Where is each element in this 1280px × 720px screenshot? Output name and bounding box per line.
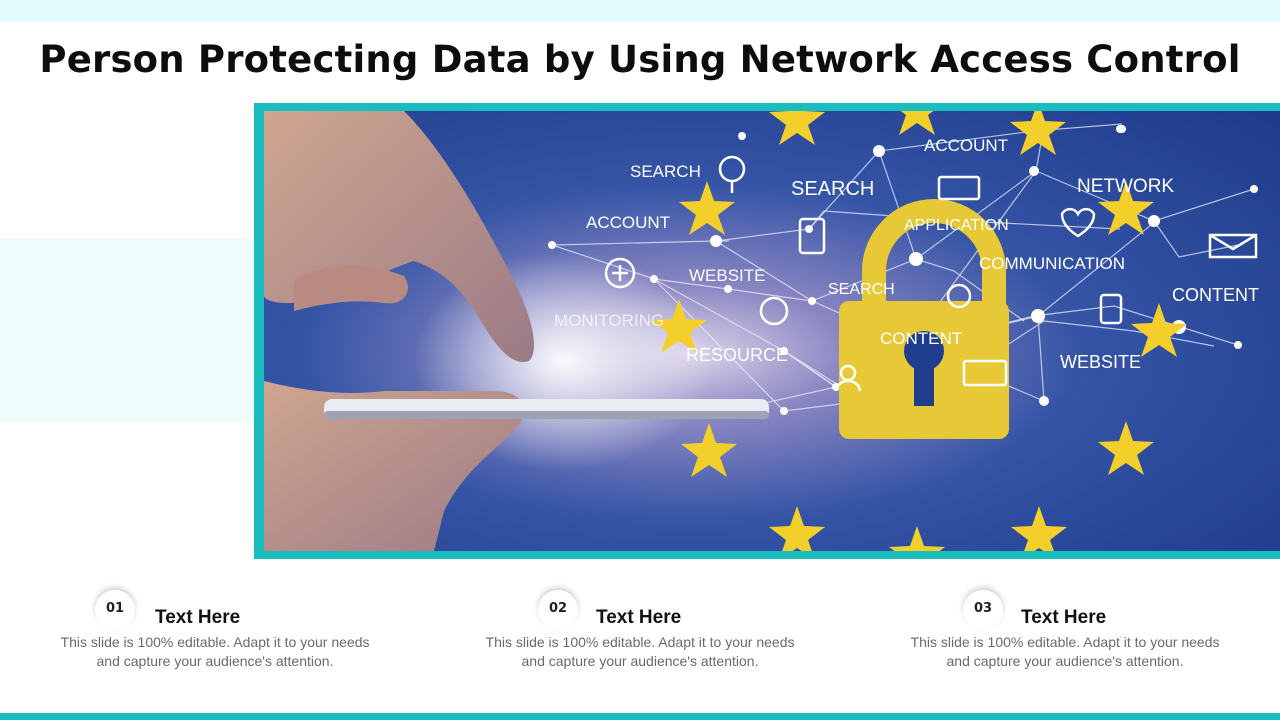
image-label: SEARCH [828,281,895,298]
description-line: This slide is 100% editable. Adapt it to… [60,634,370,650]
hands [264,111,534,551]
image-label: MONITORING [554,311,664,330]
feature-description: This slide is 100% editable. Adapt it to… [35,633,395,671]
phone [324,399,769,419]
network-icons [604,155,1258,392]
feature-description: This slide is 100% editable. Adapt it to… [885,633,1245,671]
padlock-icon [839,199,1009,439]
image-label: ACCOUNT [586,213,670,232]
step-number-badge: 02 [538,590,578,630]
image-label: RESOURCE [686,345,788,365]
step-number-badge: 03 [963,590,1003,630]
description-line: This slide is 100% editable. Adapt it to… [485,634,795,650]
image-labels: SEARCH ACCOUNT SEARCH ACCOUNT NETWORK AP… [554,136,1259,372]
image-label: SEARCH [791,178,874,200]
image-label: APPLICATION [904,217,1009,234]
description-line: This slide is 100% editable. Adapt it to… [910,634,1220,650]
image-label: NETWORK [1077,176,1174,197]
description-line: and capture your audience's attention. [96,653,334,669]
image-label: SEARCH [630,162,701,181]
image-label: ACCOUNT [924,136,1008,155]
description-line: and capture your audience's attention. [521,653,759,669]
bottom-accent-band [0,713,1280,720]
feature-title: Text Here [596,607,682,628]
feature-title: Text Here [155,607,241,628]
image-label: CONTENT [1172,285,1259,305]
slide-title: Person Protecting Data by Using Network … [39,38,1241,81]
feature-title: Text Here [1021,607,1107,628]
feature-description: This slide is 100% editable. Adapt it to… [460,633,820,671]
image-label: WEBSITE [1060,352,1141,372]
step-number-badge: 01 [95,590,135,630]
network-security-photo: SEARCH ACCOUNT SEARCH ACCOUNT NETWORK AP… [264,111,1280,551]
eu-stars [651,111,1187,551]
left-accent-band [0,238,254,422]
image-label: CONTENT [880,329,962,348]
image-label: COMMUNICATION [979,254,1125,273]
top-accent-band [0,0,1280,22]
description-line: and capture your audience's attention. [946,653,1184,669]
image-label: WEBSITE [689,266,766,285]
